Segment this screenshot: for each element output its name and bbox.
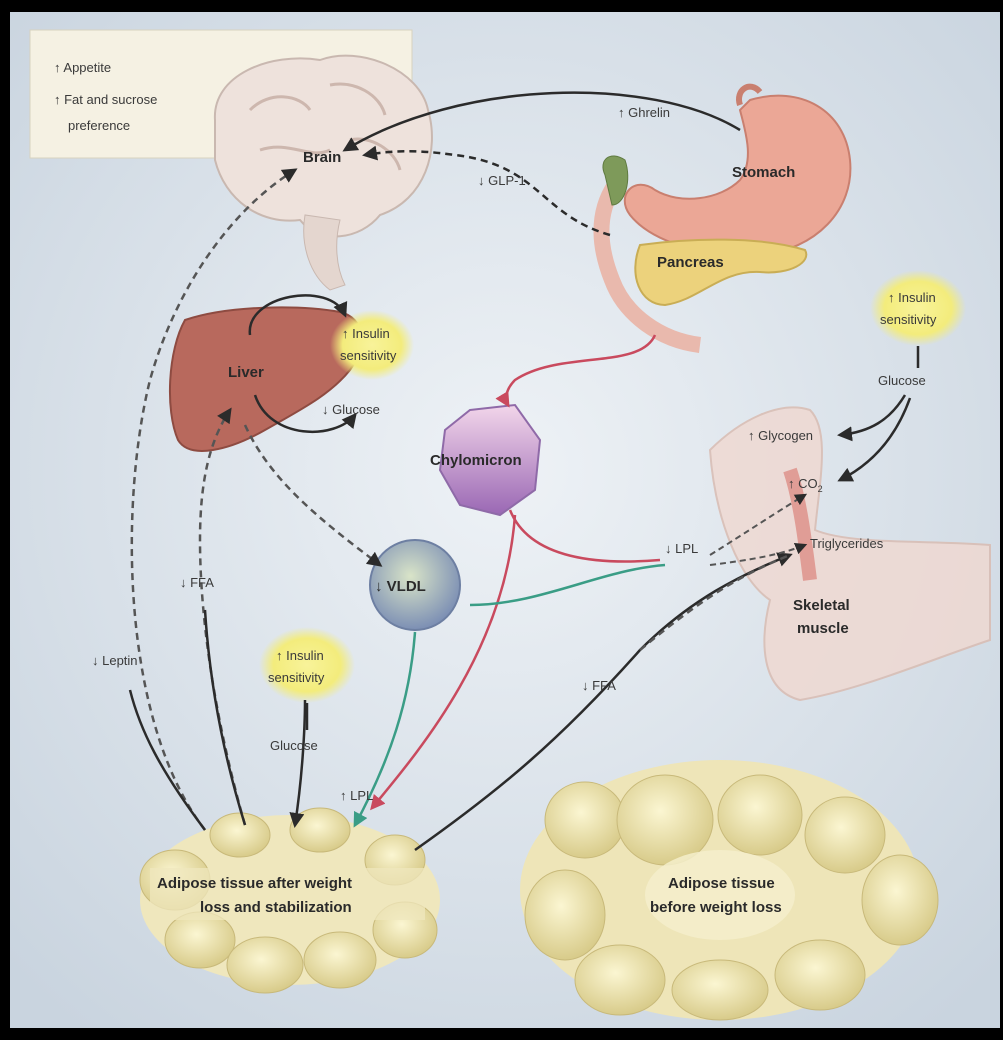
legend-item-appetite: ↑ Appetite xyxy=(54,60,111,75)
leptin-label: ↓ Leptin xyxy=(92,653,138,668)
insulin-bubble-liver: ↑ Insulin sensitivity xyxy=(330,310,414,380)
adipose-after-label-line2: loss and stabilization xyxy=(200,899,352,916)
lpl-muscle-label: ↓ LPL xyxy=(665,541,698,556)
insulin-muscle-line1: ↑ Insulin xyxy=(888,290,936,305)
insulin-muscle-line2: sensitivity xyxy=(880,312,937,327)
liver-label: Liver xyxy=(228,364,264,381)
insulin-bubble-adipose: ↑ Insulin sensitivity xyxy=(259,627,355,703)
muscle-label-line2: muscle xyxy=(797,620,849,637)
pancreas-label: Pancreas xyxy=(657,254,724,271)
lpl-adipose-label: ↑ LPL xyxy=(340,788,373,803)
vldl-particle: ↓ VLDL xyxy=(370,540,460,630)
legend-item-preference: preference xyxy=(68,118,130,133)
legend-item-fat-sucrose: ↑ Fat and sucrose xyxy=(54,92,157,107)
glucose-adipose-label: Glucose xyxy=(270,738,318,753)
ffa-right-label: ↓ FFA xyxy=(582,678,616,693)
glucose-muscle-label: Glucose xyxy=(878,373,926,388)
vldl-label: ↓ VLDL xyxy=(375,578,426,595)
muscle-label-line1: Skeletal xyxy=(793,597,850,614)
insulin-liver-line2: sensitivity xyxy=(340,348,397,363)
liver-glucose-label: ↓ Glucose xyxy=(322,402,380,417)
adipose-before-label-line2: before weight loss xyxy=(650,899,782,916)
insulin-adipose-line2: sensitivity xyxy=(268,670,325,685)
ffa-left-label: ↓ FFA xyxy=(180,575,214,590)
stomach-label: Stomach xyxy=(732,164,795,181)
chylomicron-label: Chylomicron xyxy=(430,452,522,469)
insulin-liver-line1: ↑ Insulin xyxy=(342,326,390,341)
insulin-bubble-muscle: ↑ Insulin sensitivity xyxy=(870,270,966,346)
adipose-before-label-line1: Adipose tissue xyxy=(668,875,775,892)
ghrelin-label: ↑ Ghrelin xyxy=(618,105,670,120)
glycogen-label: ↑ Glycogen xyxy=(748,428,813,443)
adipose-after-label-line1: Adipose tissue after weight xyxy=(157,875,352,892)
glp1-label: ↓ GLP-1 xyxy=(478,173,526,188)
insulin-adipose-line1: ↑ Insulin xyxy=(276,648,324,663)
co2-main: ↑ CO xyxy=(788,476,818,491)
co2-subscript: 2 xyxy=(818,484,823,494)
brain-label: Brain xyxy=(303,149,341,166)
triglycerides-label: Triglycerides xyxy=(810,536,884,551)
